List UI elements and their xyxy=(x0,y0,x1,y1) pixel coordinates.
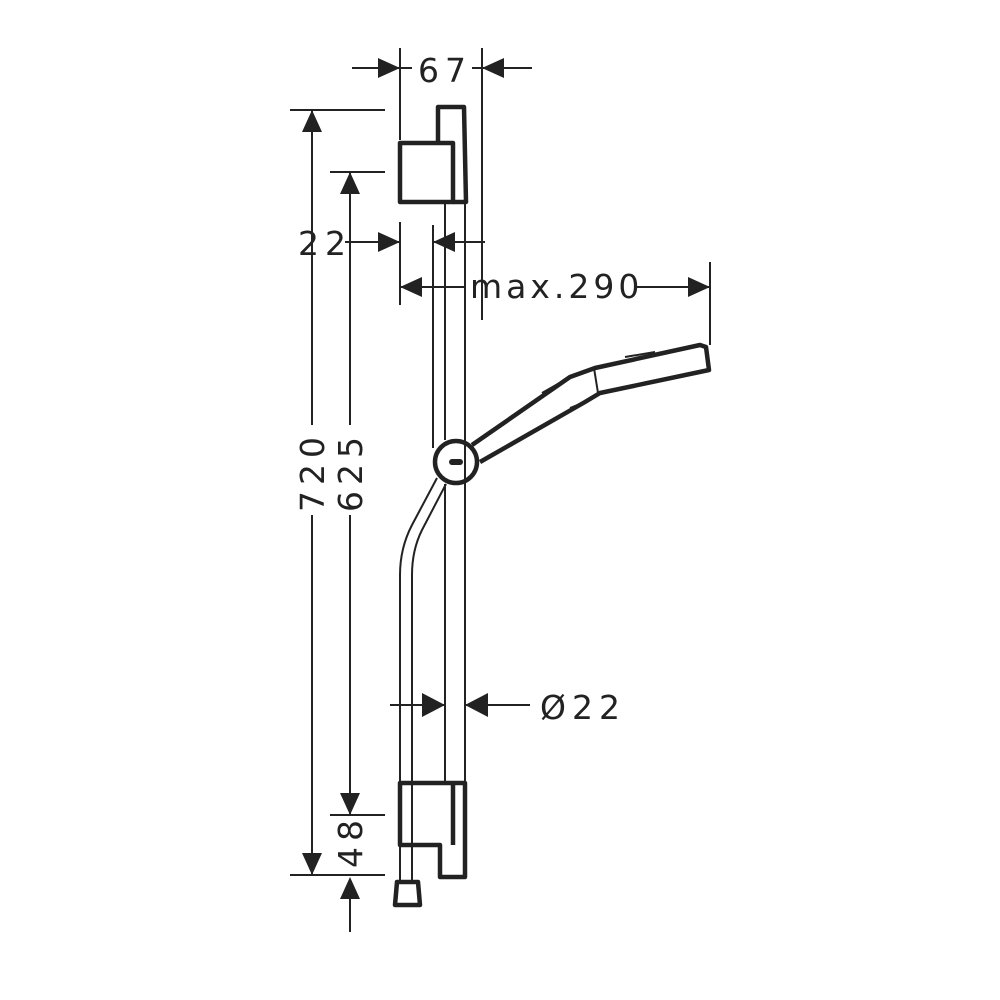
dimension-diameter-22: Ø22 xyxy=(390,688,626,727)
dimension-label-720: 720 xyxy=(293,431,332,512)
dimension-67: 67 xyxy=(352,50,532,90)
dimension-625: 625 xyxy=(330,171,385,816)
hose-connector xyxy=(392,879,423,908)
hose xyxy=(411,483,447,880)
dimension-label-diameter-22: Ø22 xyxy=(540,688,626,727)
dimension-label-48: 48 xyxy=(331,814,370,868)
dimension-48: 48 xyxy=(331,814,370,932)
dimension-label-22: 22 xyxy=(298,224,352,263)
dimension-label-max-290: max.290 xyxy=(470,267,643,306)
slider-holder-slot xyxy=(449,459,463,465)
hand-shower xyxy=(470,342,712,464)
hose xyxy=(399,477,438,880)
dimension-label-625: 625 xyxy=(331,431,370,512)
hand-shower-detail xyxy=(541,351,656,409)
dimension-max-290: max.290 xyxy=(400,262,711,345)
top-bracket-cap xyxy=(435,104,469,205)
top-bracket-block xyxy=(397,140,456,205)
slider-holder xyxy=(432,438,480,486)
bottom-bracket-block xyxy=(397,780,468,880)
dimension-label-67: 67 xyxy=(418,51,472,90)
dimension-22-offset: 22 xyxy=(298,224,485,263)
dimension-720: 720 xyxy=(290,109,385,876)
shower-set xyxy=(392,48,712,908)
